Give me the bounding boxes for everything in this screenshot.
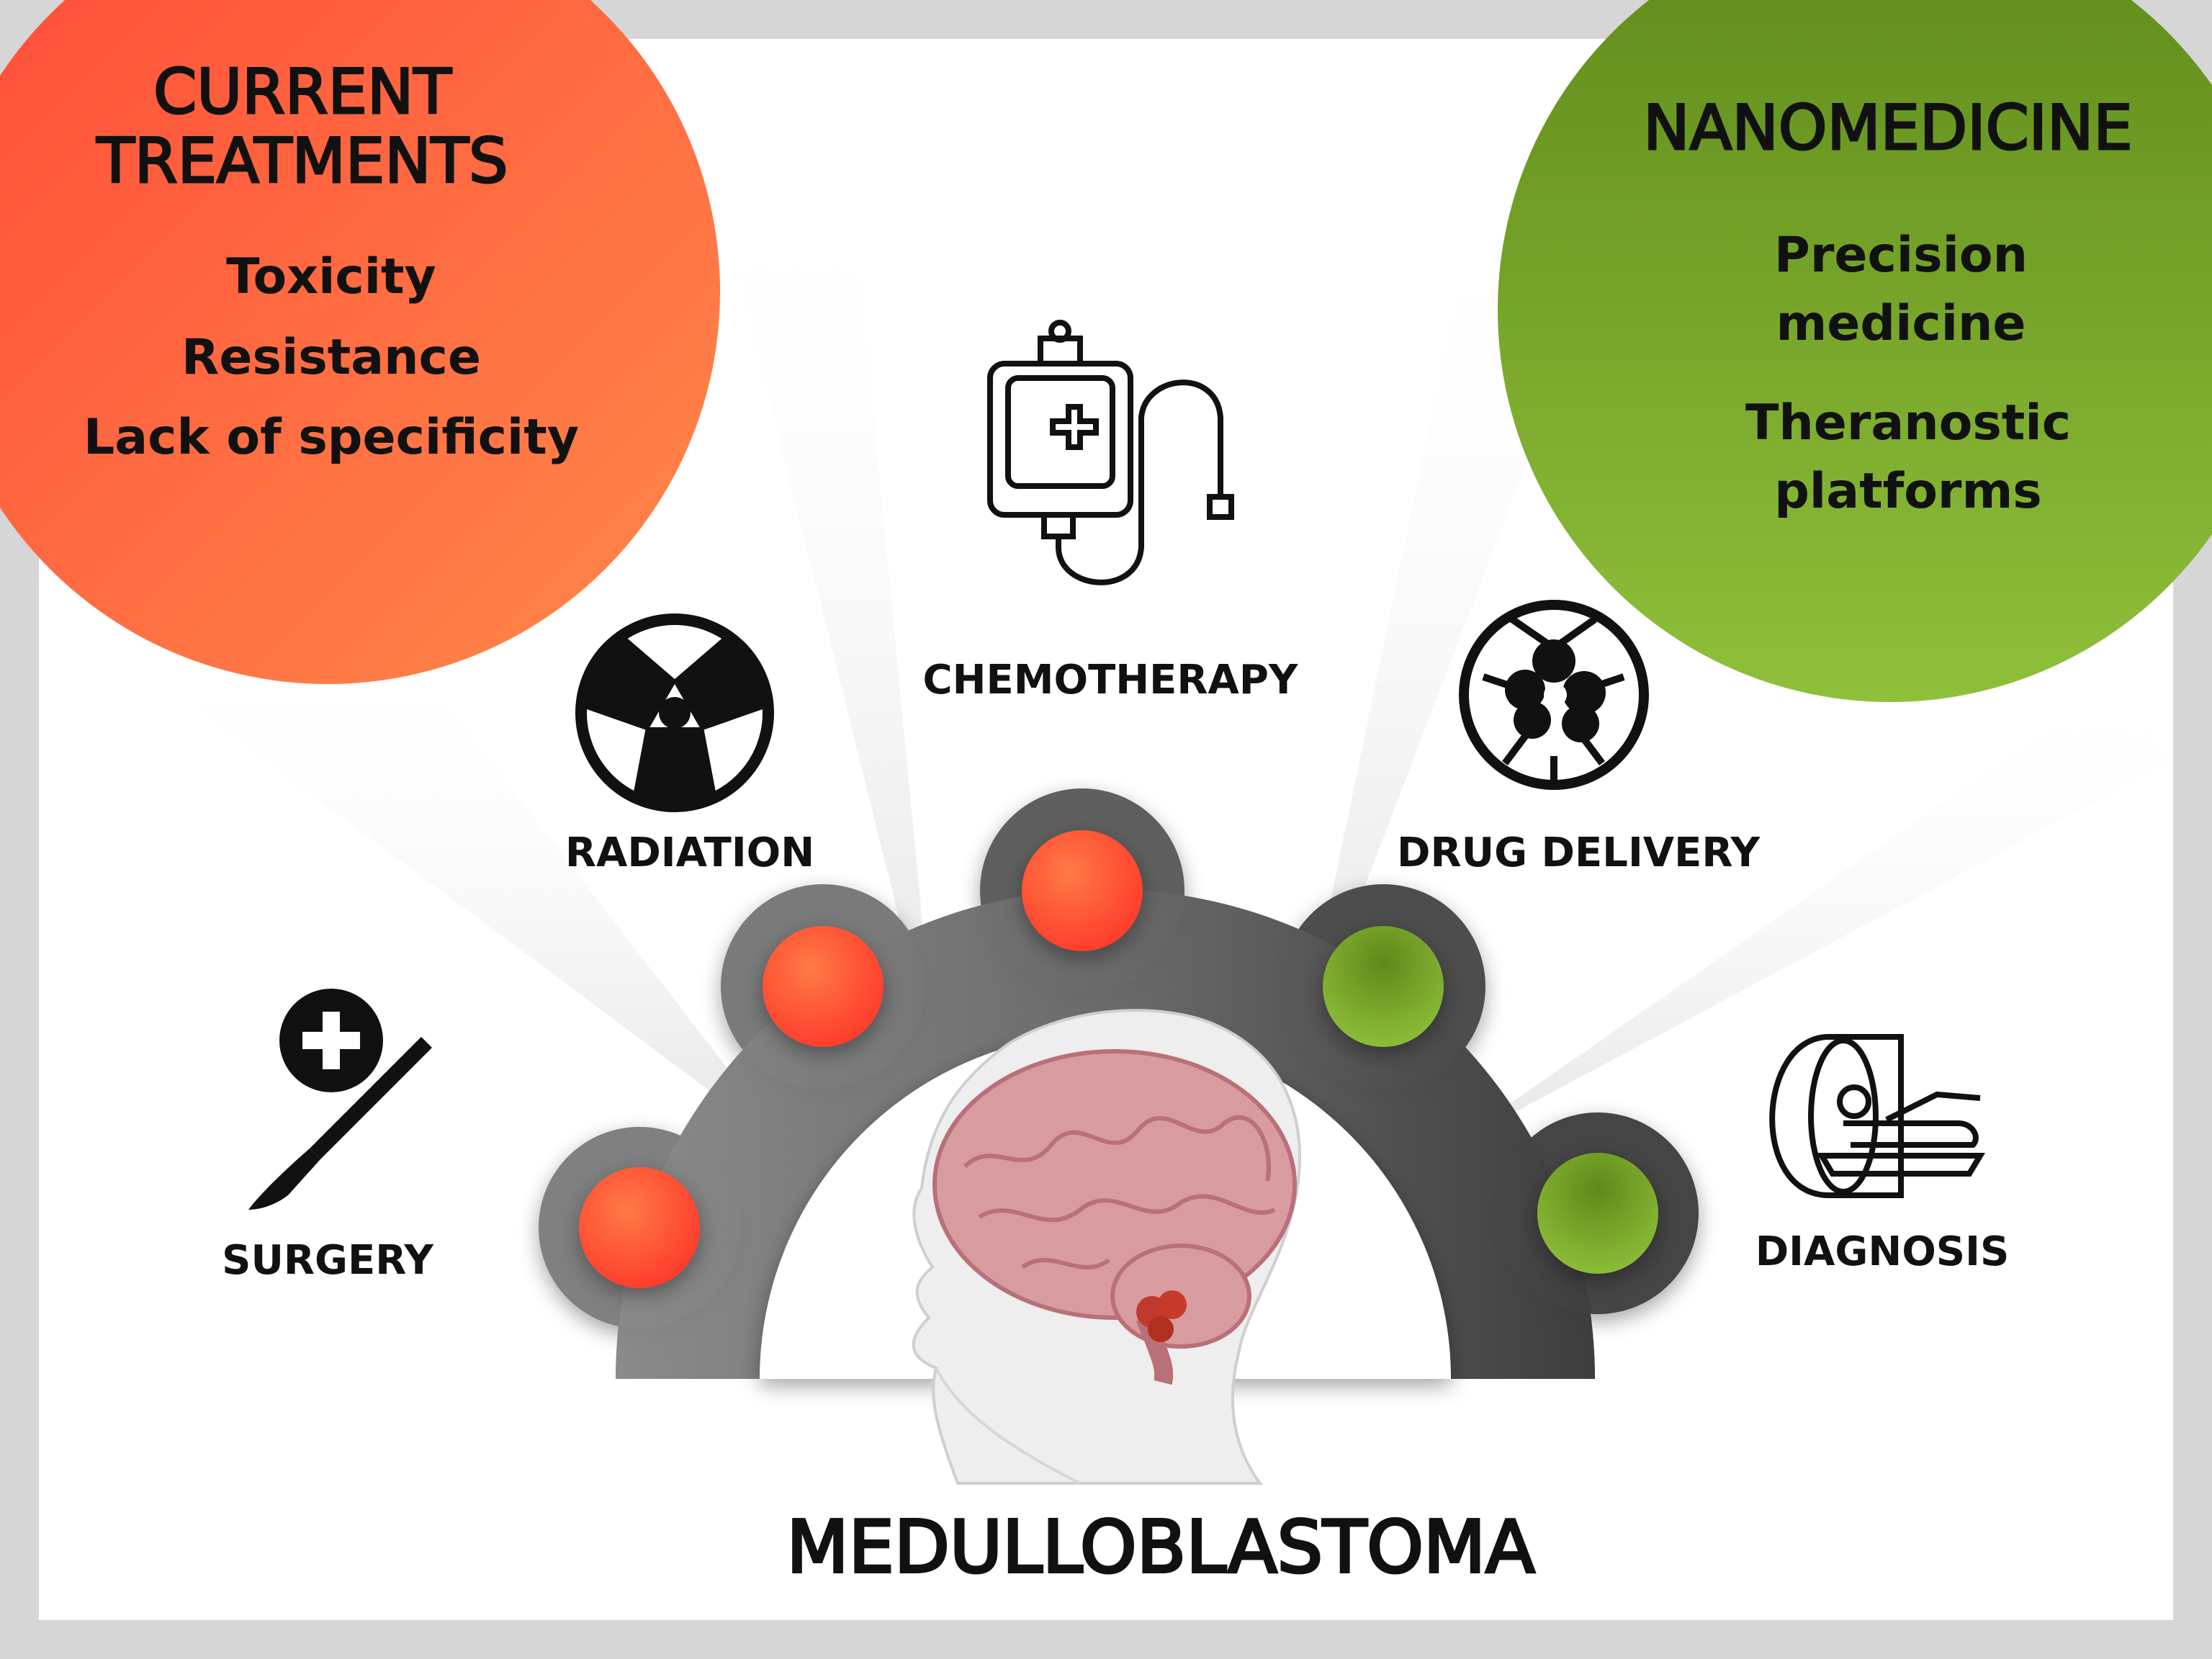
current-treatments-item-toxicity: Toxicity [226, 248, 436, 305]
drug-delivery-dot [1323, 926, 1444, 1047]
drug-delivery-label: DRUG DELIVERY [1397, 830, 1760, 876]
radiation-icon [575, 613, 774, 812]
current-treatments-item-resistance: Resistance [181, 329, 481, 386]
nanomedicine-item-theranostic-line1: Theranostic [1745, 395, 2072, 451]
current-treatments-title-line2: TREATMENTS [96, 125, 509, 197]
chemotherapy-label: CHEMOTHERAPY [922, 657, 1298, 703]
scalpel-plus-icon [248, 989, 432, 1210]
nanomedicine-panel [1498, 0, 2212, 702]
iv-bag-icon [987, 320, 1234, 585]
current-treatments-title-line1: CURRENT [153, 56, 453, 128]
radiation-dot [763, 926, 884, 1047]
nanomedicine-item-theranostic-line2: platforms [1774, 463, 2042, 520]
surgery-label: SURGERY [222, 1237, 433, 1284]
baby-head-brain-illustration [912, 1009, 1301, 1485]
nanomedicine-item-precision-line2: medicine [1776, 295, 2026, 352]
center-title: MEDULLOBLASTOMA [785, 1503, 1536, 1591]
nanomedicine-title: NANOMEDICINE [1642, 92, 2134, 164]
mri-scanner-icon [1769, 1034, 1986, 1198]
radiation-label: RADIATION [565, 830, 815, 876]
nanoparticle-icon [1459, 600, 1649, 790]
current-treatments-panel [0, 0, 720, 684]
chemotherapy-dot [1022, 830, 1143, 951]
nanomedicine-item-precision-line1: Precision [1773, 227, 2028, 284]
current-treatments-item-specificity: Lack of specificity [83, 409, 580, 466]
diagnosis-dot [1537, 1153, 1658, 1274]
surgery-dot [579, 1167, 700, 1288]
diagnosis-label: DIAGNOSIS [1755, 1228, 2010, 1275]
